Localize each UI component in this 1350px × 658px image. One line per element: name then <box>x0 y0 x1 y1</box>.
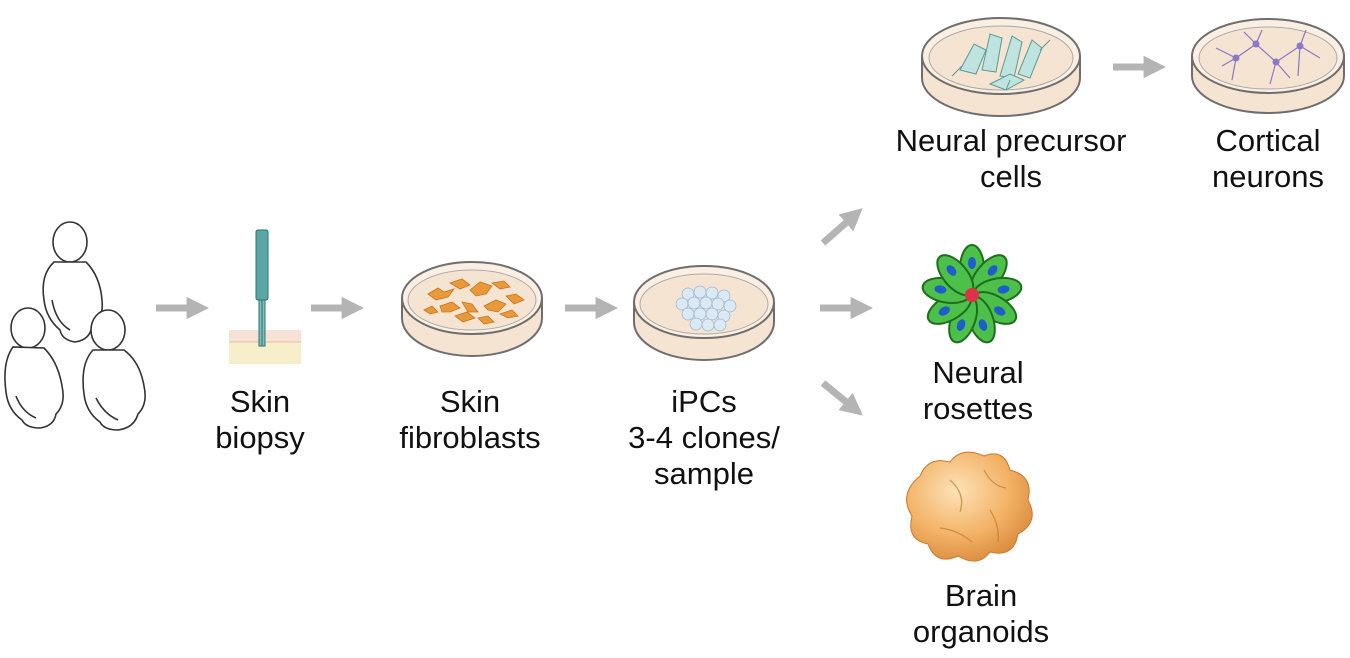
label-cortical-neurons-line2: neurons <box>1211 159 1325 194</box>
label-neural-precursor: Neural precursor cells <box>880 123 1142 195</box>
label-brain-organoids-line2: organoids <box>912 614 1050 649</box>
label-ipcs-line2: 3-4 clones/ <box>628 420 780 455</box>
label-skin-biopsy: Skin biopsy <box>185 384 335 456</box>
petri-dish-fibroblasts-icon <box>401 261 543 357</box>
label-skin-biopsy-line2: biopsy <box>215 420 305 455</box>
child-right-figure <box>82 309 146 431</box>
child-left-figure <box>4 307 64 429</box>
label-ipcs-line1: iPCs <box>671 384 737 419</box>
label-cortical-neurons: Cortical neurons <box>1190 123 1346 195</box>
label-skin-fibroblasts: Skin fibroblasts <box>385 384 555 456</box>
organoid-icon <box>906 451 1033 562</box>
label-neural-rosettes-line1: Neural <box>932 355 1024 390</box>
children-outline-icon <box>4 221 146 431</box>
label-brain-organoids: Brain organoids <box>896 578 1066 650</box>
petri-dish-ipcs-icon <box>633 265 775 361</box>
label-neural-rosettes: Neural rosettes <box>896 355 1060 427</box>
arrow-to-precursors <box>820 208 863 246</box>
petri-dish-neurons-icon <box>1191 18 1345 114</box>
label-skin-fibroblasts-line1: Skin <box>439 384 501 419</box>
label-ipcs-line3: sample <box>654 456 754 491</box>
label-cortical-neurons-line1: Cortical <box>1215 123 1321 158</box>
label-skin-fibroblasts-line2: fibroblasts <box>399 420 541 455</box>
label-ipcs: iPCs 3-4 clones/ sample <box>614 384 794 492</box>
label-neural-rosettes-line2: rosettes <box>922 391 1034 426</box>
label-neural-precursor-line2: cells <box>979 159 1042 194</box>
arrow-to-organoids <box>820 380 863 416</box>
petri-dish-precursors-icon <box>921 17 1081 117</box>
biopsy-punch-icon <box>229 229 301 364</box>
label-brain-organoids-line1: Brain <box>944 578 1018 613</box>
rosette-icon <box>921 244 1023 344</box>
label-neural-precursor-line1: Neural precursor <box>895 123 1127 158</box>
label-skin-biopsy-line1: Skin <box>229 384 291 419</box>
child-back-figure <box>42 221 104 343</box>
